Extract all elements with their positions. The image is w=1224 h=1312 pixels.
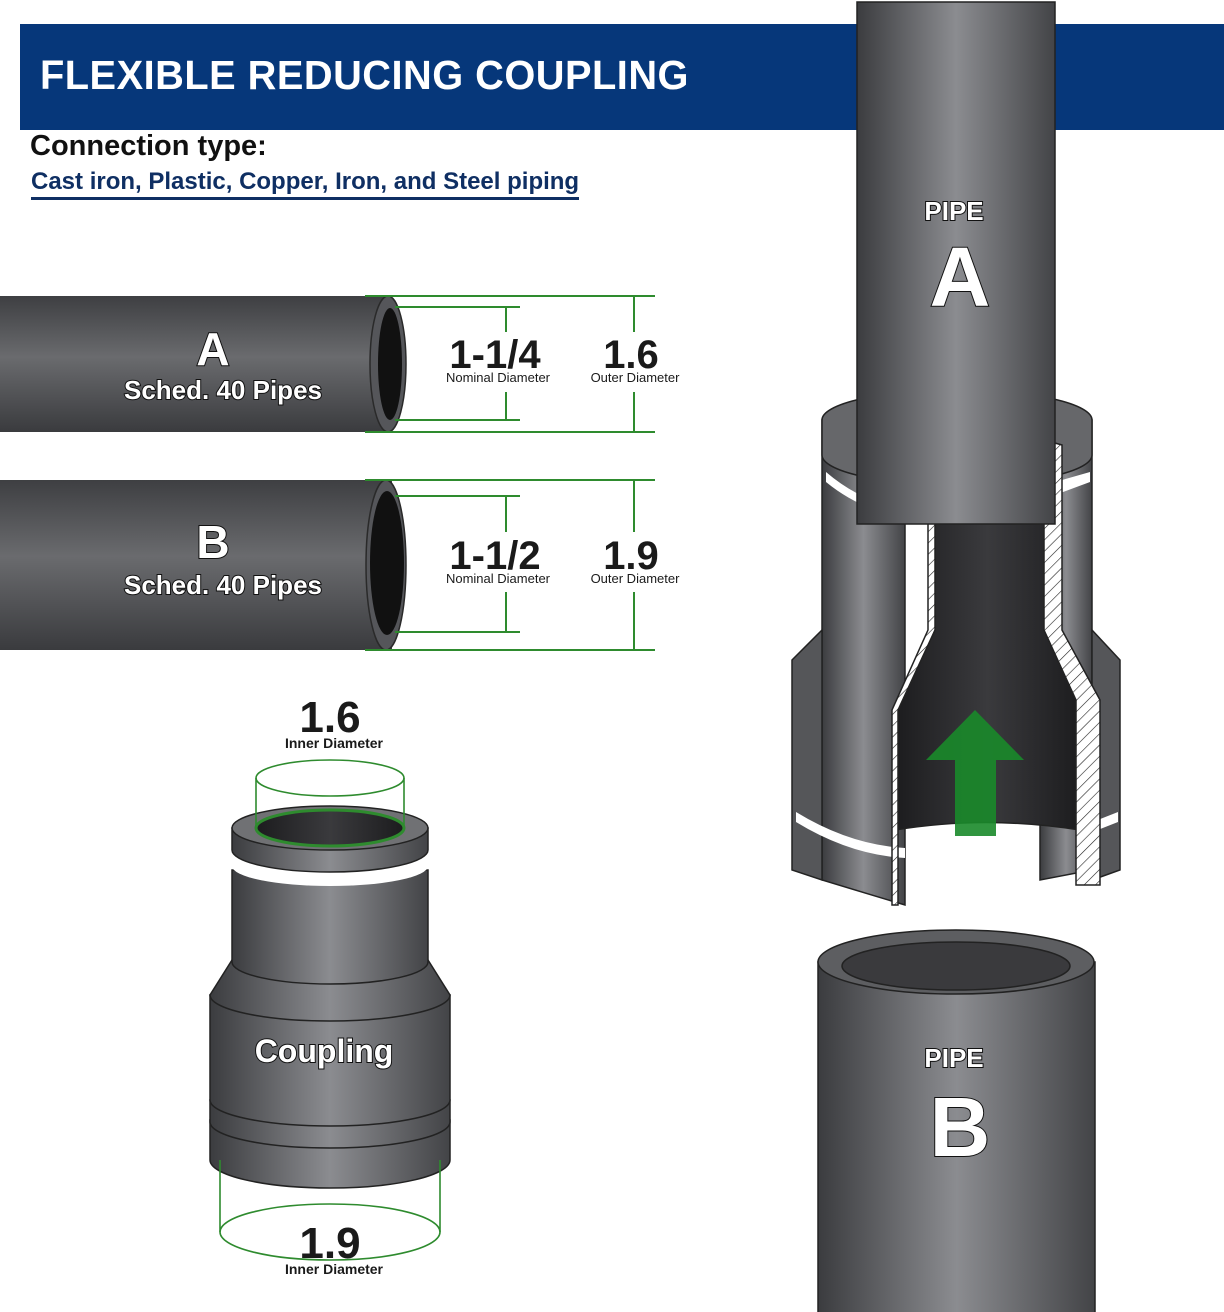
- pipe-a-opening: [378, 308, 402, 420]
- assembly-pipe-b-letter: B: [930, 1080, 991, 1174]
- pipe-a-nominal-label: Nominal Diameter: [446, 370, 551, 385]
- coupling-bottom-value: 1.9: [299, 1219, 360, 1268]
- pipe-b-nominal-value: 1-1/2: [449, 534, 540, 578]
- coupling-bottom-label: Inner Diameter: [285, 1261, 384, 1277]
- pipe-b-opening: [370, 491, 404, 635]
- assembly-pipe-b: [817, 929, 1096, 1312]
- pipe-a-outer-label: Outer Diameter: [591, 370, 681, 385]
- coupling-top-label: Inner Diameter: [285, 735, 384, 751]
- connection-type-label: Connection type:: [30, 130, 267, 162]
- pipe-b-schedule: Sched. 40 Pipes: [124, 570, 322, 600]
- pipe-a-letter: A: [196, 323, 229, 375]
- pipe-a-nominal-value: 1-1/4: [449, 333, 541, 377]
- connection-type-value: Cast iron, Plastic, Copper, Iron, and St…: [31, 168, 580, 200]
- coupling-bottom-dimension-cylinder: [219, 1160, 441, 1261]
- pipe-a-outer-value: 1.6: [603, 333, 659, 377]
- pipe-b-dimension-lines: [365, 479, 655, 651]
- pipe-b-outer-value: 1.9: [603, 534, 659, 578]
- pipe-a-dimension-lines: [365, 295, 655, 433]
- insertion-arrow-icon: [926, 710, 1024, 836]
- coupling-top-value: 1.6: [299, 693, 360, 742]
- coupling-top-dimension-cylinder: [255, 759, 405, 828]
- pipe-b-horizontal: [0, 479, 407, 651]
- pipe-b-outer-label: Outer Diameter: [591, 571, 681, 586]
- assembly-pipe-a-letter: A: [930, 230, 991, 324]
- assembly-pipe-b-word: PIPE: [924, 1043, 983, 1073]
- pipe-b-nominal-label: Nominal Diameter: [446, 571, 551, 586]
- pipe-b-letter: B: [196, 516, 229, 568]
- pipe-a-schedule: Sched. 40 Pipes: [124, 375, 322, 405]
- page-title: FLEXIBLE REDUCING COUPLING: [40, 52, 689, 98]
- pipe-a-horizontal: [0, 295, 407, 433]
- assembly-pipe-a: [856, 1, 1056, 525]
- coupling-label: Coupling: [255, 1033, 394, 1069]
- assembly-pipe-a-word: PIPE: [924, 196, 983, 226]
- coupling-body: [209, 805, 451, 1189]
